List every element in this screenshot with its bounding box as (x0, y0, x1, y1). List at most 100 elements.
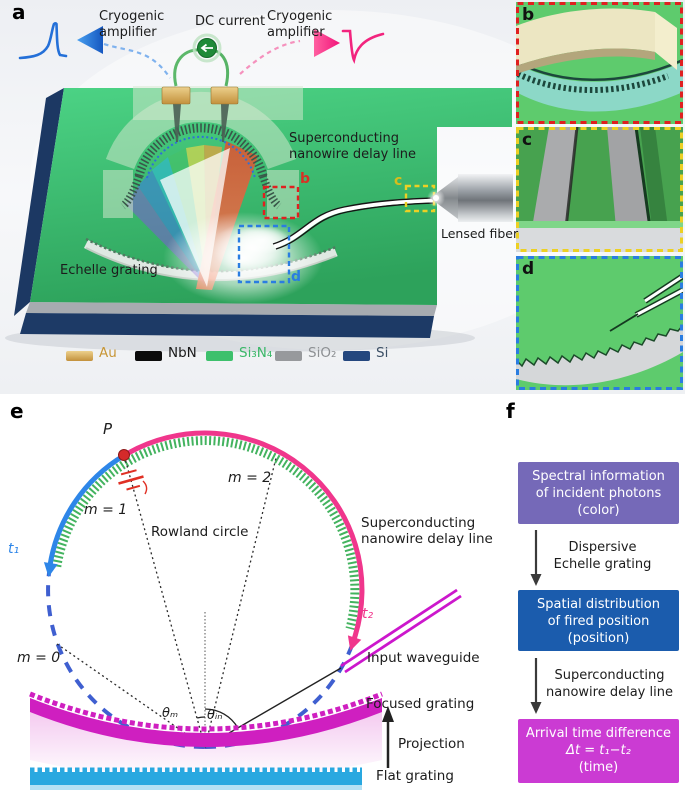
left-taper (173, 104, 181, 142)
cladding-slab-edge (516, 48, 655, 74)
dc-current-arrow-icon (200, 43, 213, 53)
panel-b-art (516, 2, 683, 124)
grating-band (516, 325, 683, 386)
suspended-waveguide (516, 62, 683, 112)
callout-box-d (237, 224, 291, 284)
amp-right-label: Cryogenic amplifier (267, 9, 333, 40)
electrodes (161, 86, 239, 142)
flow-box-spectral: Spectral information of incident photons… (518, 462, 679, 524)
order-m0-label: m = 0 (17, 650, 61, 666)
flow-box-spectral-line2: of incident photons (535, 486, 662, 502)
cladding-slab-end (655, 12, 677, 70)
cladding-slab-top (516, 8, 655, 66)
substrate-band (516, 228, 683, 252)
nanowire-coil-arc (52, 436, 360, 630)
theta-m-arc (197, 716, 206, 719)
legend-label-au: Au (99, 345, 117, 361)
panel-d-art (516, 256, 683, 390)
output-waveguide (232, 197, 436, 254)
waveguide-line-1 (644, 274, 683, 303)
theta-in-label: θᵢₙ (207, 708, 223, 723)
flow-arrow-1-label: Dispersive Echelle grating (553, 540, 652, 572)
callout-d-letter: d (291, 269, 302, 285)
panel-e-art (29, 430, 462, 790)
flow-box-spectral-line1: Spectral information (532, 469, 665, 484)
pulse-up-icon (18, 21, 68, 60)
t1-arrowhead-icon (43, 562, 58, 577)
dc-current-source (173, 33, 229, 87)
gold-pad-right (210, 86, 239, 105)
flow-arrow-2-label: Superconducting nanowire delay line (546, 668, 673, 700)
photon-burst-icon (118, 469, 148, 495)
panel-e-letter: e (10, 399, 24, 423)
waveguide-dotted-arc (146, 135, 256, 179)
left-dashed-link (103, 42, 171, 79)
flow-box-spatial-line2: of fired position (547, 614, 650, 630)
focused-grating-label: Focused grating (366, 696, 475, 712)
nanowire-meander (516, 71, 670, 94)
panel-b-border (516, 2, 683, 124)
material-legend-swatches (66, 351, 370, 361)
au-swatch (66, 351, 93, 361)
focused-grating-teeth (29, 691, 383, 732)
fiber-body (458, 174, 513, 222)
theta-m-label: θₘ (162, 706, 179, 721)
legend-label-sio2: SiO₂ (308, 345, 337, 361)
grating-teeth (516, 324, 683, 368)
si-swatch (343, 351, 370, 361)
lensed-fiber-label: Lensed fiber (441, 226, 519, 241)
panel-c-letter: c (522, 130, 533, 150)
focused-grating-band (30, 698, 382, 747)
t2-arrowhead-icon (347, 635, 362, 651)
right-dashed-link (239, 39, 301, 75)
order-m2-label: m = 2 (228, 470, 272, 486)
legend-label-si: Si (376, 345, 389, 361)
snwdl-label-e: Superconducting nanowire delay line (361, 515, 493, 548)
flat-grating-band (30, 772, 362, 785)
t2-propagation-arc (122, 430, 365, 640)
nbn-swatch (135, 351, 162, 361)
amp-left-label: Cryogenic amplifier (99, 9, 165, 40)
si3n4-swatch (206, 351, 233, 361)
panel-c-art (516, 127, 683, 252)
flat-grating-label: Flat grating (376, 768, 454, 784)
flow-box-spatial: Spatial distribution of fired position (… (518, 590, 679, 651)
flow-box-arrival-line2: Δt = t₁−t₂ (566, 743, 631, 759)
right-readout (239, 29, 385, 75)
panel-a-letter: a (12, 0, 26, 24)
callout-box-c (404, 184, 436, 213)
lensed-fiber (427, 174, 513, 222)
nanowire-delay-line-arc (120, 123, 282, 210)
input-waveguide-label: Input waveguide (367, 650, 480, 666)
panel-c-border (516, 127, 683, 252)
chip-oxide-edge (26, 302, 437, 316)
waveguide-wedge-left (532, 127, 577, 228)
legend-label-nbn: NbN (168, 345, 197, 361)
flow-box-arrival: Arrival time difference Δt = t₁−t₂ (time… (518, 719, 679, 783)
flow-box-arrival-line1: Arrival time difference (525, 726, 672, 741)
flow-box-spectral-line3: (color) (577, 503, 620, 519)
order-m1-label: m = 1 (84, 502, 128, 518)
chip-substrate-edge (20, 313, 434, 338)
panel-f-letter: f (506, 399, 515, 423)
rowland-circle-label: Rowland circle (151, 524, 249, 540)
panel-d-letter: d (522, 259, 535, 279)
panel-b-letter: b (522, 5, 535, 25)
point-p-label: P (103, 420, 113, 438)
amplifier-right-triangle-icon (314, 29, 340, 57)
nanowire-delay-line-label: Superconducting nanowire delay line (289, 131, 416, 162)
echelle-grating-label: Echelle grating (60, 263, 158, 278)
right-taper (221, 104, 229, 142)
gold-pad-left (161, 86, 191, 105)
amplifier-left-triangle-icon (77, 26, 103, 54)
flow-box-spatial-line3: (position) (567, 631, 630, 647)
chip-side-face (14, 88, 64, 316)
diffraction-order-lines (56, 454, 277, 748)
sio2-swatch (275, 351, 302, 361)
t2-label: t₂ (362, 606, 374, 622)
callout-box-b (262, 185, 300, 220)
t1-propagation-arc (47, 453, 126, 566)
pulse-down-icon (341, 29, 385, 64)
